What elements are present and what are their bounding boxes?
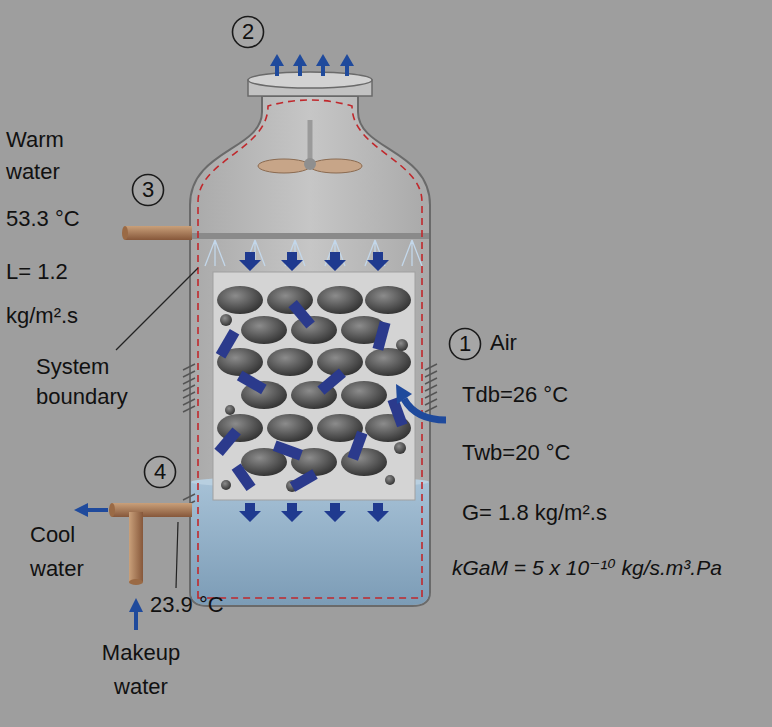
pipe-end	[122, 226, 128, 240]
label-text: Tdb=26 °C	[462, 382, 568, 407]
annotation-label: Warm water	[6, 124, 98, 188]
annotation-label: Air	[490, 330, 517, 356]
fan-shaft	[308, 120, 313, 160]
label-text: 23.9 °C	[150, 592, 224, 617]
pipe-end	[109, 503, 115, 517]
packing-slats	[214, 300, 407, 492]
label-text: L= 1.2 kg/m².s	[6, 259, 78, 328]
annotation-label: G= 1.8 kg/m².s	[462, 500, 607, 526]
air-inlet-arrowhead	[396, 384, 412, 404]
label-text: 53.3 °C	[6, 206, 80, 231]
label-text: Cool water	[30, 522, 84, 581]
tower-shell	[190, 96, 430, 606]
wall-hatching	[183, 364, 437, 507]
annotation-label: Tdb=26 °C	[462, 382, 568, 408]
warm-water-pipe	[125, 226, 192, 240]
leader-line	[176, 522, 178, 588]
label-text: Makeup water	[102, 640, 180, 699]
annotation-label: Makeup water	[86, 636, 196, 704]
annotation-label: 23.9 °C	[150, 592, 224, 618]
cool-water-pipe	[112, 503, 192, 517]
fan-hub	[304, 158, 316, 170]
label-text: kGaM = 5 x 10⁻¹⁰ kg/s.m³.Pa	[452, 556, 722, 579]
air-inlet-arrow	[404, 399, 446, 420]
exhaust-arrows	[270, 54, 354, 76]
cool-water-arrowhead	[74, 503, 88, 517]
callout-number: 4	[154, 460, 166, 484]
callout-ring	[233, 17, 264, 48]
callout-number: 1	[459, 332, 471, 356]
makeup-pipe	[129, 512, 143, 582]
spray-header	[191, 233, 429, 239]
tower-collar-top	[248, 72, 372, 88]
label-text: Twb=20 °C	[462, 440, 570, 465]
callout-number: 2	[242, 20, 254, 44]
label-text: G= 1.8 kg/m².s	[462, 500, 607, 525]
cool-water-arrow	[86, 508, 108, 512]
leader-line	[116, 268, 198, 350]
label-text: Air	[490, 330, 517, 355]
callout-ring	[450, 329, 481, 360]
callout-ring	[133, 175, 164, 206]
annotation-label: Cool water	[30, 518, 110, 586]
fan-blade	[310, 159, 362, 173]
callout-circle: 1	[448, 327, 482, 361]
annotation-label: System boundary	[36, 352, 160, 412]
system-boundary-line	[198, 100, 422, 598]
makeup-arrow	[134, 610, 138, 630]
packing-balls	[217, 286, 411, 492]
label-text: System boundary	[36, 354, 128, 409]
label-text: Warm water	[6, 127, 64, 184]
makeup-arrowhead	[129, 598, 143, 612]
pipe-end	[129, 579, 143, 585]
annotation-label: L= 1.2 kg/m².s	[6, 250, 102, 338]
annotation-label: Twb=20 °C	[462, 440, 570, 466]
fan-blade	[258, 159, 310, 173]
callout-ring	[145, 457, 176, 488]
callout-circle: 2	[231, 15, 265, 49]
annotation-label: 53.3 °C	[6, 206, 80, 232]
water-flow-arrows	[239, 252, 389, 522]
fill-media	[213, 272, 415, 500]
annotation-label: kGaM = 5 x 10⁻¹⁰ kg/s.m³.Pa	[452, 556, 768, 580]
callout-number: 3	[142, 178, 154, 202]
water-spray	[205, 240, 422, 266]
callout-circle: 3	[131, 173, 165, 207]
callout-circle: 4	[143, 455, 177, 489]
